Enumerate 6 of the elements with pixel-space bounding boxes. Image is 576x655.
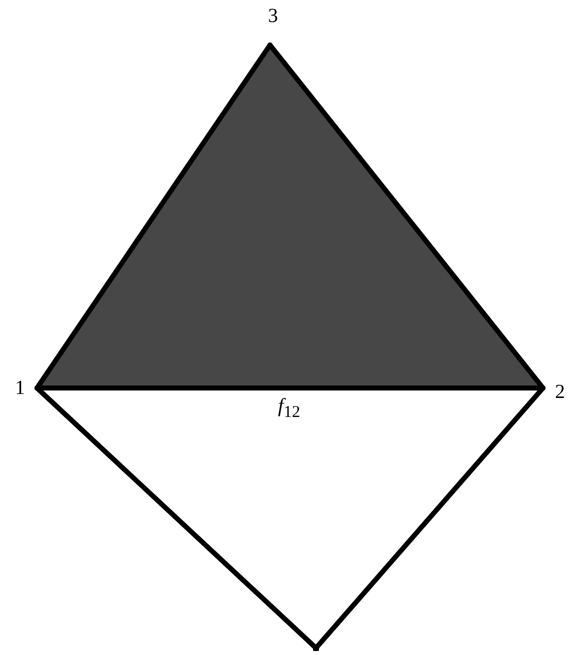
vertex-point [313,645,319,651]
edge-line [314,386,546,650]
vertex-label: 3 [268,4,278,28]
vertex-label: 2 [555,380,565,404]
edge-line [34,386,318,650]
vertex-label: 1 [15,376,25,400]
